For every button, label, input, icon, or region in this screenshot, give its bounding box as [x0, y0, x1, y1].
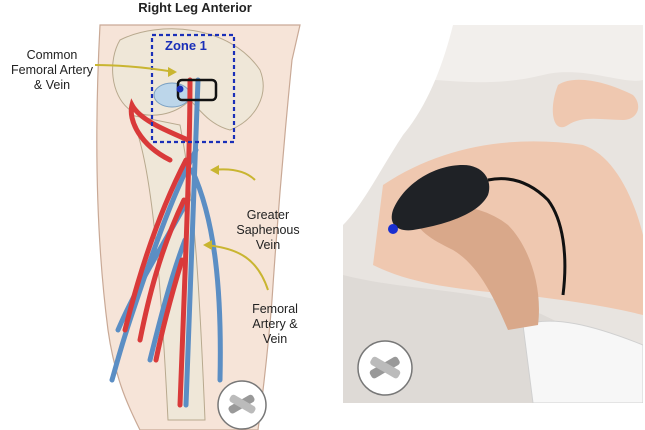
ultrasound-probe — [391, 165, 490, 231]
exam-photo — [343, 25, 643, 403]
artery-branches — [122, 77, 193, 408]
callout-line: Saphenous — [236, 223, 300, 237]
callout-line: Vein — [255, 238, 281, 252]
callout-line: Common — [26, 48, 78, 62]
anatomy-illustration — [94, 24, 301, 430]
probe-orientation-dot — [388, 224, 398, 234]
clinician-hand — [413, 205, 539, 330]
patient-gown — [343, 25, 453, 225]
probe-cable — [487, 177, 567, 296]
zone-1-box — [150, 33, 236, 144]
callout-line: Artery & — [252, 317, 298, 331]
figure-title: Right Leg Anterior — [138, 0, 252, 15]
callout-line: Femoral Artery — [11, 63, 93, 77]
callout-line: Greater — [246, 208, 290, 222]
patient-foot — [552, 79, 639, 128]
zone-label: Zone 1 — [165, 38, 207, 53]
callout-line: Femoral — [252, 302, 298, 316]
callout-line: & Vein — [33, 78, 71, 92]
callout-greater-saphenous: Greater Saphenous Vein — [228, 208, 308, 253]
femoral-head — [153, 82, 191, 108]
probe-marker-dot — [176, 85, 184, 93]
callout-femoral: Femoral Artery & Vein — [240, 302, 310, 347]
ultrasound-probe-icon — [217, 380, 267, 430]
callout-common-femoral: Common Femoral Artery & Vein — [2, 48, 102, 93]
ultrasound-probe-icon — [357, 340, 413, 396]
arrow-heads — [168, 67, 219, 250]
callout-line: Vein — [262, 332, 288, 346]
